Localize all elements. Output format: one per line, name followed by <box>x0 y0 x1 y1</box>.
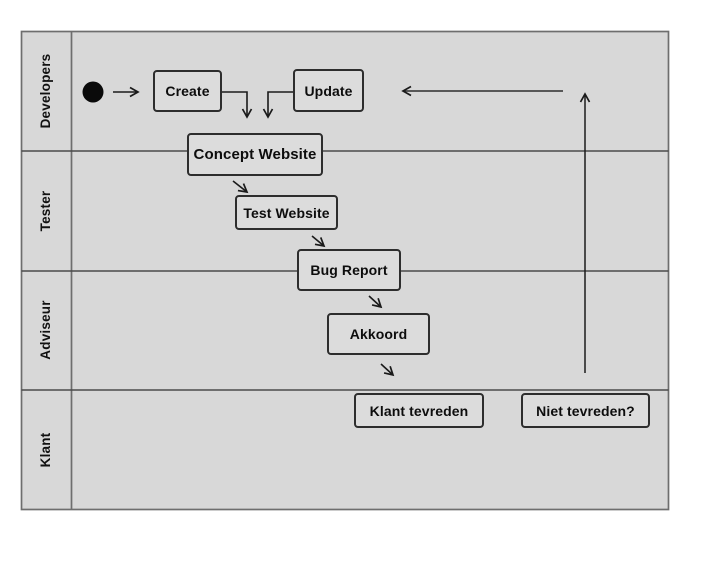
connector-bug-to-akkoord <box>368 295 383 309</box>
connector-akkoord-to-klant-tevreden <box>380 363 395 377</box>
node-concept-website[interactable]: Concept Website <box>187 133 323 176</box>
connector-concept-to-test <box>232 180 249 194</box>
start-node-icon[interactable] <box>82 81 104 103</box>
node-bug-report[interactable]: Bug Report <box>297 249 401 291</box>
lane-label-adviseur: Adviseur <box>38 300 53 360</box>
node-klant-tevreden[interactable]: Klant tevreden <box>354 393 484 428</box>
node-update[interactable]: Update <box>293 69 364 112</box>
connector-test-to-bug <box>311 235 326 248</box>
lane-label-tester: Tester <box>38 190 53 232</box>
lane-label-klant: Klant <box>38 432 53 468</box>
node-test-website[interactable]: Test Website <box>235 195 338 230</box>
node-create[interactable]: Create <box>153 70 222 112</box>
connector-create-to-concept <box>222 91 253 119</box>
connector-update-to-concept <box>262 91 293 119</box>
node-akkoord[interactable]: Akkoord <box>327 313 430 355</box>
lane-label-developers: Developers <box>38 53 53 129</box>
node-niet-tevreden[interactable]: Niet tevreden? <box>521 393 650 428</box>
